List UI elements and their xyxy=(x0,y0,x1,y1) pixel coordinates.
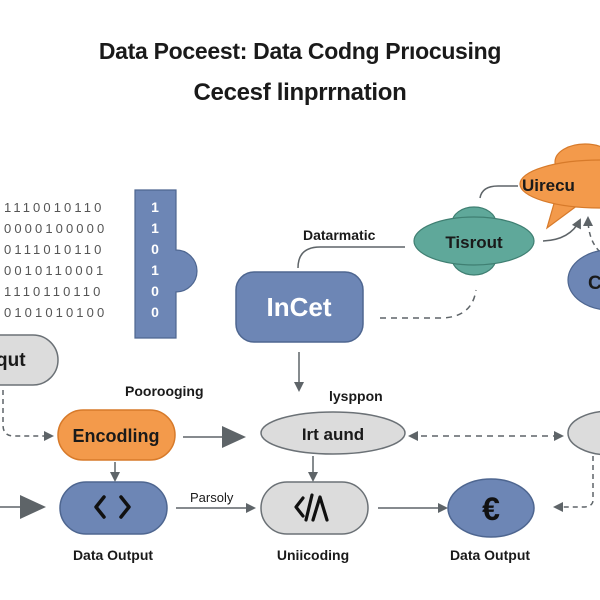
binary-row: 0101010100 xyxy=(4,305,107,320)
input-node-label: qut xyxy=(0,350,26,371)
euro-node[interactable]: € xyxy=(447,478,535,538)
binary-matrix: 1110010110 0000100000 0111010110 0010110… xyxy=(4,200,107,320)
code-brackets-icon xyxy=(94,495,131,519)
tisrout-node-label: Tisrout xyxy=(445,233,503,252)
binary-row: 0111010110 xyxy=(4,242,104,257)
datarmatic-label: Datarmatic xyxy=(303,227,376,243)
parsoly-label: Parsoly xyxy=(190,490,234,505)
dashed-incet-tisrout xyxy=(380,289,477,319)
encoding-node-label: Encodling xyxy=(73,426,160,446)
code-slash-node[interactable] xyxy=(260,481,369,535)
code-brackets-node[interactable] xyxy=(59,481,168,535)
incet-node-label: InCet xyxy=(267,292,332,322)
bit: 1 xyxy=(151,262,159,278)
irt-aund-node-label: Irt aund xyxy=(302,425,364,444)
unicoding-label: Uniicoding xyxy=(277,547,349,563)
lysppon-label: lysppon xyxy=(329,388,383,404)
binary-row: 1110010110 xyxy=(4,200,104,215)
right-gray-node[interactable] xyxy=(567,410,600,456)
euro-icon: € xyxy=(482,491,500,527)
diagram-title-line1: Data Poceest: Data Codng Prıocusing xyxy=(98,38,502,64)
binary-column-block: 1 1 0 1 0 0 xyxy=(134,189,198,339)
arrow-tisrout-uirecu xyxy=(542,218,581,242)
binary-row: 0010110001 xyxy=(4,263,106,278)
binary-row: 0000100000 xyxy=(4,221,107,236)
arrow-c-uirecu xyxy=(583,216,600,253)
poorooging-label: Poorooging xyxy=(125,383,204,399)
bit: 0 xyxy=(151,283,159,299)
tisrout-node[interactable]: Tisrout xyxy=(413,206,535,276)
connector-incet-tisrout xyxy=(297,246,405,269)
connector-tisrout-uirecu xyxy=(479,185,518,199)
input-node[interactable]: qut xyxy=(0,334,59,386)
bit: 1 xyxy=(151,199,159,215)
code-slash-icon xyxy=(294,493,329,522)
c-node[interactable]: C xyxy=(567,250,600,310)
dashed-right-to-euro xyxy=(553,456,594,512)
c-node-label: C xyxy=(588,273,600,294)
data-output-left-label: Data Output xyxy=(73,547,153,563)
binary-row: 1110110110 xyxy=(4,284,103,299)
arrow-head-large xyxy=(20,495,46,519)
uirecu-node-label: Uirecu xyxy=(522,176,575,195)
incet-node[interactable]: InCet xyxy=(235,271,364,343)
bit: 0 xyxy=(151,241,159,257)
dashed-input-encoding xyxy=(2,390,54,441)
encoding-node[interactable]: Encodling xyxy=(57,409,176,461)
uirecu-node[interactable]: Uirecu xyxy=(519,143,600,230)
bit: 0 xyxy=(151,304,159,320)
irt-aund-node[interactable]: Irt aund xyxy=(260,411,406,455)
data-output-right-label: Data Output xyxy=(450,547,530,563)
bit: 1 xyxy=(151,220,159,236)
arrow-head-large xyxy=(222,426,246,448)
diagram-title-line2: Cecesf linprrnation xyxy=(193,79,407,106)
